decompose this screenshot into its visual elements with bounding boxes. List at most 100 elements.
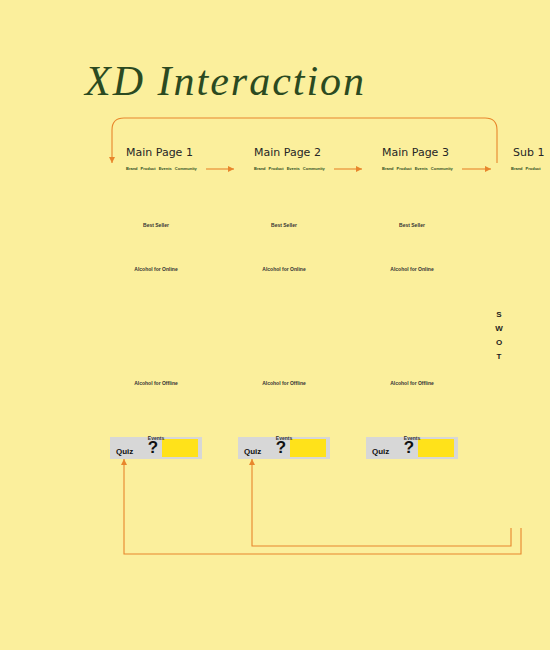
page-two-mockup-part-part-part bbox=[292, 181, 320, 184]
section-heading: Alcohol for Offline bbox=[134, 381, 178, 386]
page-heading: Sub 1 bbox=[513, 147, 544, 158]
quiz-highlight bbox=[162, 439, 198, 457]
page-three-mockup-part-part bbox=[450, 197, 456, 203]
nav-item: Product bbox=[397, 167, 412, 171]
quiz-highlight bbox=[290, 439, 326, 457]
quiz-title: Quiz bbox=[116, 448, 133, 456]
page-two-mockup-part-part bbox=[236, 199, 252, 215]
page-two-mockup-part-part bbox=[277, 173, 282, 179]
section-heading: Alcohol for Offline bbox=[262, 381, 306, 386]
page-two-mockup-part-part bbox=[275, 189, 284, 195]
page-three-mockup-part-part-part bbox=[384, 181, 408, 184]
nav-bar: BrandProductEventsCommunity bbox=[234, 163, 334, 175]
flow-line bbox=[124, 459, 521, 554]
arrow-head bbox=[485, 166, 491, 172]
quiz-mark: ? bbox=[404, 439, 414, 456]
nav-bar: BrandProductEventsCommunity bbox=[106, 163, 206, 175]
flow-line bbox=[112, 118, 497, 163]
section-heading: Events bbox=[148, 436, 164, 441]
page-mockup: Sub 1BrandProductSWOT bbox=[491, 163, 550, 528]
flow-arrow bbox=[462, 166, 491, 172]
flow-arrow bbox=[121, 459, 521, 554]
quiz-title: Quiz bbox=[244, 448, 261, 456]
page-three-mockup-part-part bbox=[451, 202, 465, 216]
nav-item: Events bbox=[159, 167, 172, 171]
nav-item: Product bbox=[526, 167, 541, 171]
page-two-mockup bbox=[222, 163, 340, 528]
page-two-mockup-part bbox=[222, 163, 334, 528]
flow-line bbox=[252, 459, 511, 546]
page-three-mockup-part-part bbox=[437, 197, 443, 203]
nav-item: Community bbox=[431, 167, 453, 171]
page-one-mockup-part bbox=[128, 173, 203, 214]
section-heading: Events bbox=[276, 436, 292, 441]
page-one-mockup-part-part-part bbox=[128, 180, 150, 183]
nav-item: Brand bbox=[382, 167, 394, 171]
flow-arrow bbox=[249, 459, 511, 546]
sub-page-mockup bbox=[491, 163, 550, 528]
section-heading: Best Seller bbox=[143, 223, 169, 228]
quiz-highlight bbox=[418, 439, 454, 457]
quiz-mark: ? bbox=[276, 439, 286, 456]
flow-arrow bbox=[109, 118, 497, 163]
page-three-mockup-part-part bbox=[384, 181, 410, 194]
diagram-title: XD Interaction bbox=[85, 60, 366, 102]
page-two-mockup-part-part-part bbox=[292, 186, 316, 189]
page-one-mockup-part-part bbox=[180, 178, 191, 208]
nav-item: Brand bbox=[254, 167, 266, 171]
nav-bar: BrandProduct bbox=[491, 163, 550, 175]
page-mockup: Main Page 1BrandProductEventsCommunityQu… bbox=[106, 163, 206, 528]
page-one-mockup-part-part bbox=[128, 180, 154, 192]
nav-item: Product bbox=[269, 167, 284, 171]
swot-letter: S bbox=[496, 311, 501, 319]
arrow-head bbox=[356, 166, 362, 172]
page-heading: Main Page 3 bbox=[382, 147, 449, 158]
page-one-mockup-part-part-part bbox=[128, 189, 146, 192]
page-three-mockup-part-part bbox=[414, 179, 448, 198]
section-heading: Best Seller bbox=[271, 223, 297, 228]
arrow-head bbox=[228, 166, 234, 172]
page-three-mockup-part-part-part bbox=[384, 191, 404, 194]
page-three-mockup bbox=[350, 163, 465, 528]
arrow-head bbox=[249, 459, 255, 465]
interaction-curve-part bbox=[348, 116, 550, 205]
page-two-mockup-part bbox=[236, 173, 340, 217]
page-one-mockup bbox=[94, 163, 206, 528]
section-heading: Alcohol for Online bbox=[262, 267, 305, 272]
section-heading: Alcohol for Online bbox=[134, 267, 177, 272]
page-one-mockup-part bbox=[94, 163, 206, 528]
nav-bar: BrandProductEventsCommunity bbox=[362, 163, 462, 175]
page-mockup: Main Page 3BrandProductEventsCommunityQu… bbox=[362, 163, 462, 528]
page-three-mockup-part-part bbox=[419, 197, 425, 203]
quiz-mark: ? bbox=[148, 439, 158, 456]
swot-letter: O bbox=[496, 339, 502, 347]
page-three-mockup-part bbox=[384, 179, 465, 216]
nav-item: Community bbox=[303, 167, 325, 171]
page-three-mockup-part-part bbox=[417, 183, 443, 186]
nav-item: Events bbox=[287, 167, 300, 171]
section-heading: Events bbox=[404, 436, 420, 441]
quiz-title: Quiz bbox=[372, 448, 389, 456]
page-one-mockup-part-part bbox=[169, 180, 203, 214]
nav-item: Events bbox=[415, 167, 428, 171]
section-heading: Best Seller bbox=[399, 223, 425, 228]
page-three-mockup-part-part-part bbox=[384, 186, 410, 189]
page-three-mockup-part-part bbox=[448, 184, 459, 198]
page-one-mockup-part-part bbox=[128, 196, 142, 200]
page-three-mockup-part bbox=[350, 163, 462, 528]
arrow-head bbox=[109, 157, 115, 163]
page-one-mockup-part-part-part bbox=[128, 185, 154, 188]
page-two-mockup-part-part bbox=[292, 181, 320, 194]
page-two-mockup-part-part bbox=[274, 178, 285, 208]
page-mockup: Main Page 2BrandProductEventsCommunityQu… bbox=[234, 163, 334, 528]
page-one-mockup-part-part bbox=[183, 173, 188, 179]
page-two-mockup-part-part bbox=[320, 197, 340, 217]
page-heading: Main Page 2 bbox=[254, 147, 321, 158]
nav-item: Community bbox=[175, 167, 197, 171]
page-two-mockup-part-part-part bbox=[292, 191, 312, 194]
section-heading: Alcohol for Online bbox=[390, 267, 433, 272]
page-heading: Main Page 1 bbox=[126, 147, 193, 158]
swot-letter: W bbox=[495, 325, 503, 333]
page-three-mockup-part-part bbox=[451, 186, 457, 191]
flow-arrow bbox=[206, 166, 234, 172]
